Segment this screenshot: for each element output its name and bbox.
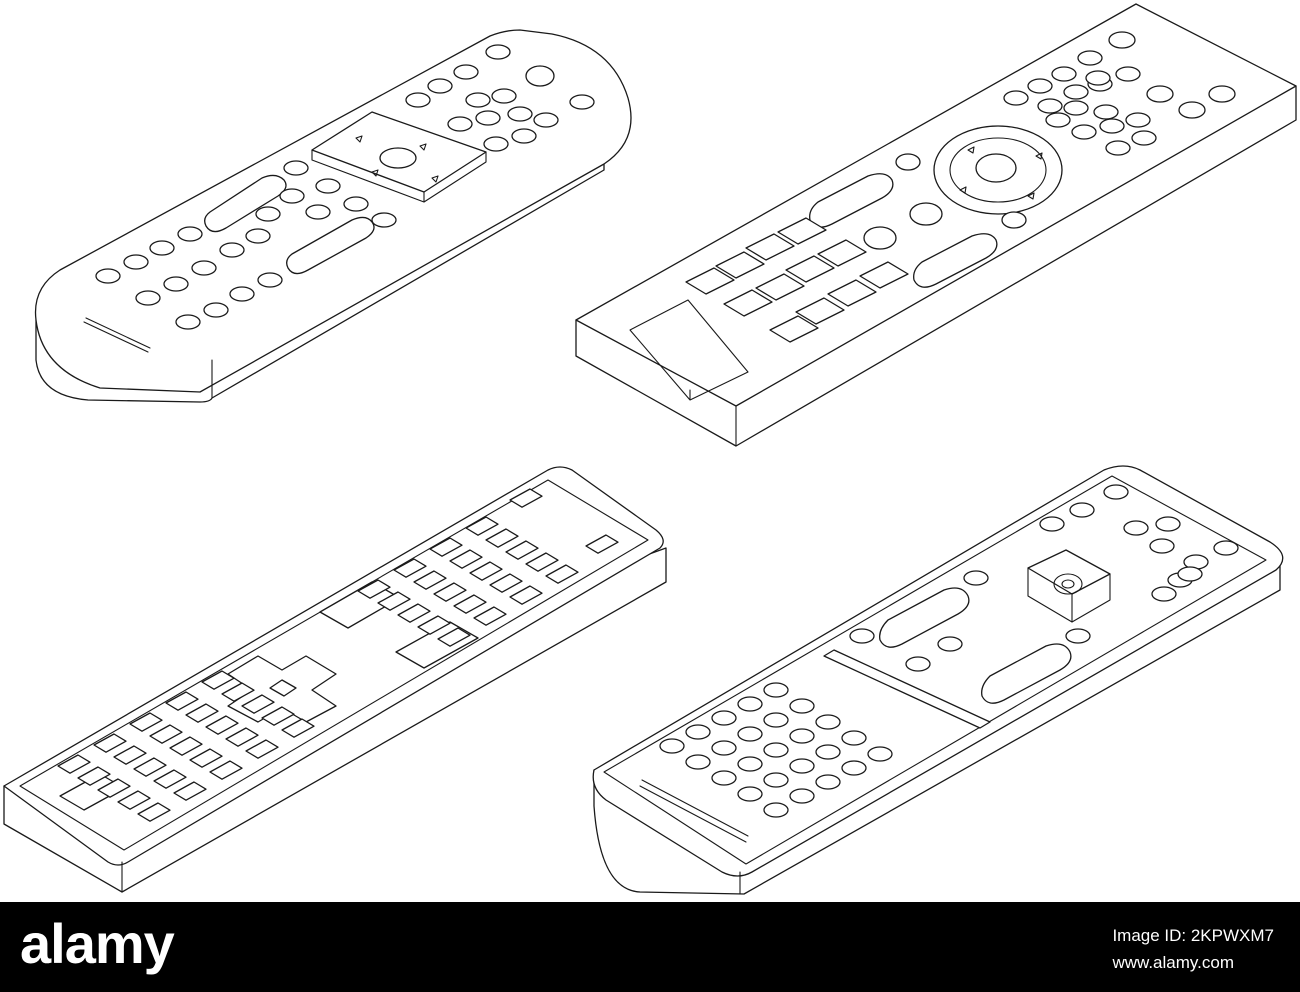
remote-key bbox=[189, 748, 223, 768]
remote-key bbox=[205, 715, 239, 735]
remote-key bbox=[937, 636, 963, 652]
remote-key bbox=[245, 739, 279, 759]
remote-key bbox=[659, 738, 685, 754]
remote-key bbox=[763, 802, 789, 818]
remote-key bbox=[737, 756, 763, 772]
remote-key bbox=[815, 774, 841, 790]
remote-key bbox=[849, 628, 875, 644]
remote-key bbox=[737, 696, 763, 712]
remote-key bbox=[1039, 516, 1065, 532]
remote-key bbox=[225, 727, 259, 747]
keyboard-style-remote bbox=[3, 466, 667, 893]
remote-key bbox=[221, 682, 255, 702]
remote-key bbox=[57, 754, 91, 774]
rectangular-remote-with-dpad bbox=[575, 3, 1297, 447]
remote-key bbox=[429, 537, 463, 557]
remote-key bbox=[737, 726, 763, 742]
remote-key bbox=[465, 516, 499, 536]
remote-key bbox=[525, 552, 559, 572]
remote-key bbox=[201, 670, 235, 690]
website-label: www.alamy.com bbox=[1112, 953, 1234, 972]
remote-key bbox=[149, 724, 183, 744]
remote-key bbox=[1123, 520, 1149, 536]
remote-key bbox=[789, 698, 815, 714]
remote-key bbox=[377, 591, 411, 611]
remote-key bbox=[453, 594, 487, 614]
remote-key bbox=[815, 714, 841, 730]
remote-key bbox=[77, 766, 111, 786]
remote-key bbox=[113, 745, 147, 765]
remote-key bbox=[509, 585, 543, 605]
remote-key bbox=[789, 728, 815, 744]
remote-key bbox=[963, 570, 989, 586]
remote-key bbox=[281, 718, 315, 738]
remote-key bbox=[437, 627, 471, 647]
remote-key bbox=[737, 786, 763, 802]
remote-key bbox=[133, 757, 167, 777]
brand-logo: alamy bbox=[20, 912, 175, 975]
remote-key bbox=[485, 528, 519, 548]
remote-key bbox=[489, 573, 523, 593]
remote-key bbox=[867, 746, 893, 762]
illustration-artwork bbox=[3, 3, 1297, 895]
remote-key bbox=[545, 564, 579, 584]
remote-key bbox=[711, 740, 737, 756]
remote-key bbox=[905, 656, 931, 672]
remote-key bbox=[393, 558, 427, 578]
remote-key bbox=[241, 694, 275, 714]
remote-key bbox=[815, 744, 841, 760]
remote-key bbox=[1065, 628, 1091, 644]
remote-key bbox=[841, 730, 867, 746]
remote-key bbox=[261, 706, 295, 726]
remote-key bbox=[473, 606, 507, 626]
remote-key bbox=[433, 582, 467, 602]
remote-key bbox=[417, 615, 451, 635]
remote-key bbox=[1149, 538, 1175, 554]
remote-key bbox=[185, 703, 219, 723]
remote-key bbox=[789, 758, 815, 774]
remote-key bbox=[763, 682, 789, 698]
remote-key bbox=[711, 710, 737, 726]
remote-key bbox=[165, 691, 199, 711]
stock-footer-bar: alamy Image ID: 2KPWXM7 www.alamy.com bbox=[0, 902, 1300, 992]
remote-key bbox=[413, 570, 447, 590]
remote-key bbox=[685, 724, 711, 740]
remote-key bbox=[357, 579, 391, 599]
slim-remote-with-square-pad bbox=[592, 465, 1284, 895]
remote-key bbox=[1213, 540, 1239, 556]
remote-key bbox=[505, 540, 539, 560]
image-meta: Image ID: 2KPWXM7 www.alamy.com bbox=[1112, 922, 1274, 976]
remote-key bbox=[397, 603, 431, 623]
remote-key bbox=[1103, 484, 1129, 500]
remote-key bbox=[841, 760, 867, 776]
remote-key bbox=[117, 790, 151, 810]
remote-key bbox=[137, 802, 171, 822]
remote-key bbox=[763, 712, 789, 728]
remote-key bbox=[1177, 566, 1203, 582]
remote-key bbox=[763, 742, 789, 758]
remote-key bbox=[469, 561, 503, 581]
remote-key bbox=[685, 754, 711, 770]
remote-key bbox=[763, 772, 789, 788]
remote-key bbox=[93, 733, 127, 753]
remote-key bbox=[173, 781, 207, 801]
remote-key bbox=[1151, 586, 1177, 602]
remote-key bbox=[449, 549, 483, 569]
remote-key bbox=[97, 778, 131, 798]
remote-key bbox=[711, 770, 737, 786]
image-id-label: Image ID: 2KPWXM7 bbox=[1112, 926, 1274, 945]
remote-key bbox=[1155, 516, 1181, 532]
remote-key bbox=[153, 769, 187, 789]
remote-key bbox=[209, 760, 243, 780]
remote-key bbox=[1069, 502, 1095, 518]
rounded-remote bbox=[34, 29, 632, 403]
remote-key bbox=[129, 712, 163, 732]
remote-key bbox=[509, 488, 543, 508]
remote-key bbox=[789, 788, 815, 804]
remote-key bbox=[169, 736, 203, 756]
remote-key bbox=[585, 534, 619, 554]
